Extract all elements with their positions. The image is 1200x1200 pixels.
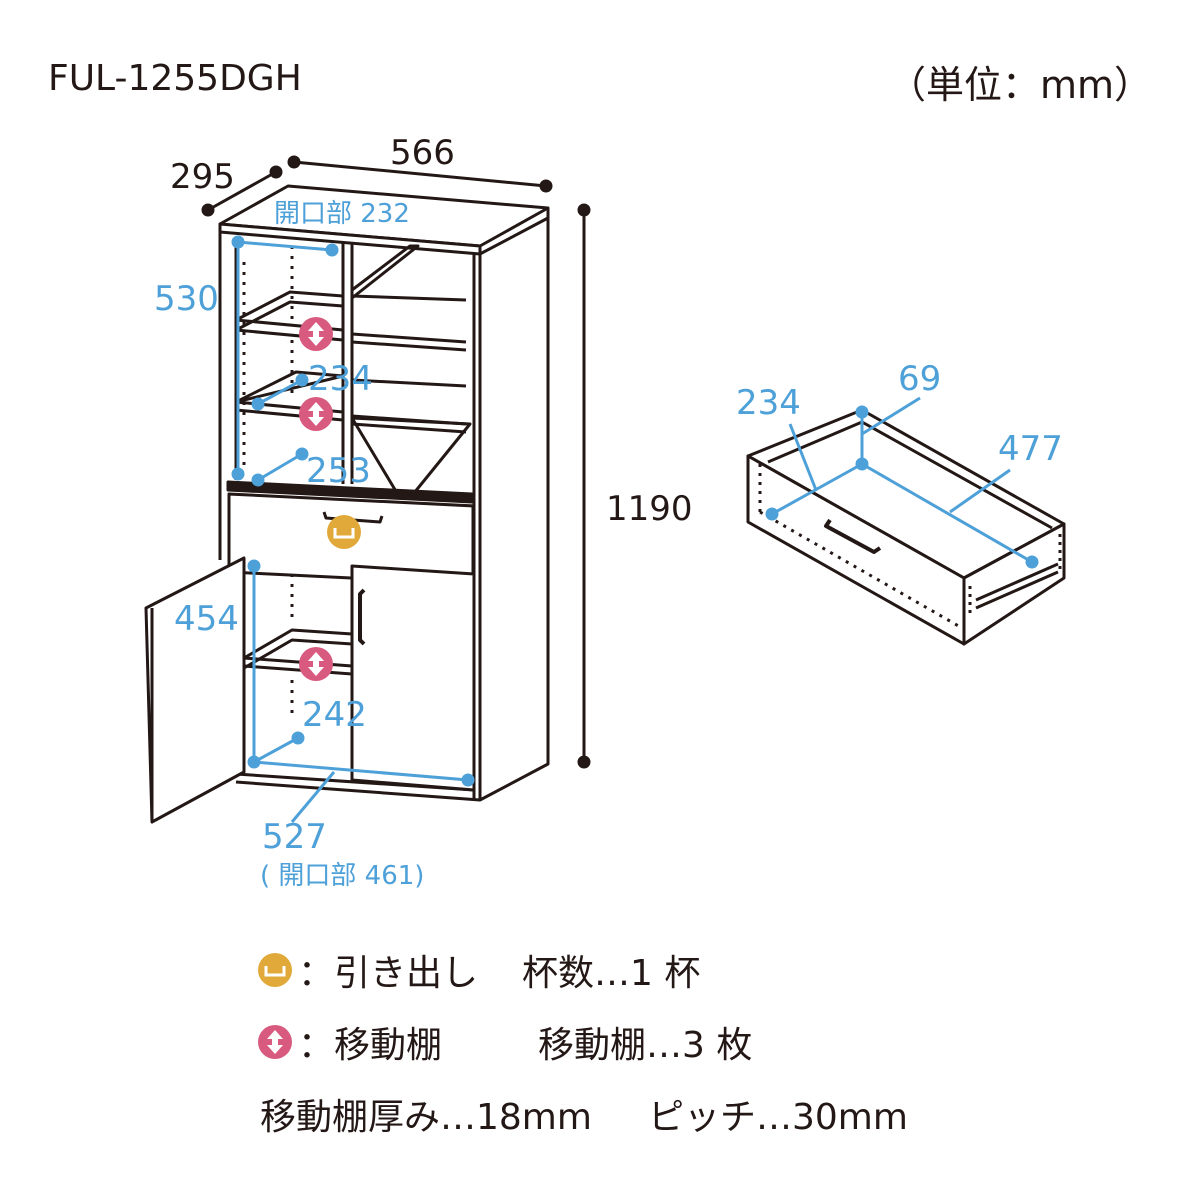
shelf-legend-label: ：移動棚 <box>298 1025 443 1066</box>
drawer-badge <box>327 515 361 549</box>
shelf-icon <box>258 1025 292 1059</box>
upper-shelf-depth-label: 234 <box>308 359 373 399</box>
upper-inner-depth-label: 253 <box>306 451 371 491</box>
drawer-width-label: 477 <box>998 429 1063 469</box>
shelf-badge-upper <box>299 317 333 351</box>
cabinet-outline <box>144 184 550 824</box>
shelf-badge-lower <box>299 647 333 681</box>
lower-opening-label: ( 開口部 461) <box>260 861 424 891</box>
drawer-height-label: 69 <box>898 359 941 399</box>
shelf-badge-middle <box>299 397 333 431</box>
legend-specs: 移動棚厚み…18mm ピッチ…30mm <box>260 1088 908 1140</box>
overall-dimension-lines <box>201 155 591 769</box>
legend-drawer: ：引き出し 杯数…1 杯 <box>258 944 700 996</box>
lower-shelf-depth-label: 242 <box>302 695 367 735</box>
shelf-thickness: 移動棚厚み…18mm <box>260 1097 592 1138</box>
lower-width-label: 527 <box>262 817 327 857</box>
upper-height-label: 530 <box>154 279 219 319</box>
unit-note: （単位：mm） <box>887 63 1152 107</box>
drawer-dimension-lines <box>765 396 1039 569</box>
interior-dimension-lines <box>231 235 475 823</box>
drawer-icon <box>258 953 292 987</box>
depth-label: 295 <box>170 157 235 197</box>
drawer-depth-label: 234 <box>736 383 801 423</box>
shelf-pitch: ピッチ…30mm <box>647 1097 908 1138</box>
drawer-legend-label: ：引き出し <box>298 953 479 994</box>
legend-shelf: ：移動棚 移動棚…3 枚 <box>258 1016 752 1068</box>
shelf-count: 移動棚…3 枚 <box>538 1025 753 1066</box>
model-number: FUL-1255DGH <box>48 58 302 99</box>
drawer-count: 杯数…1 杯 <box>522 953 701 994</box>
top-opening-label: 開口部 232 <box>274 199 410 229</box>
height-label: 1190 <box>606 489 693 529</box>
width-label: 566 <box>390 133 455 173</box>
lower-height-label: 454 <box>174 599 239 639</box>
